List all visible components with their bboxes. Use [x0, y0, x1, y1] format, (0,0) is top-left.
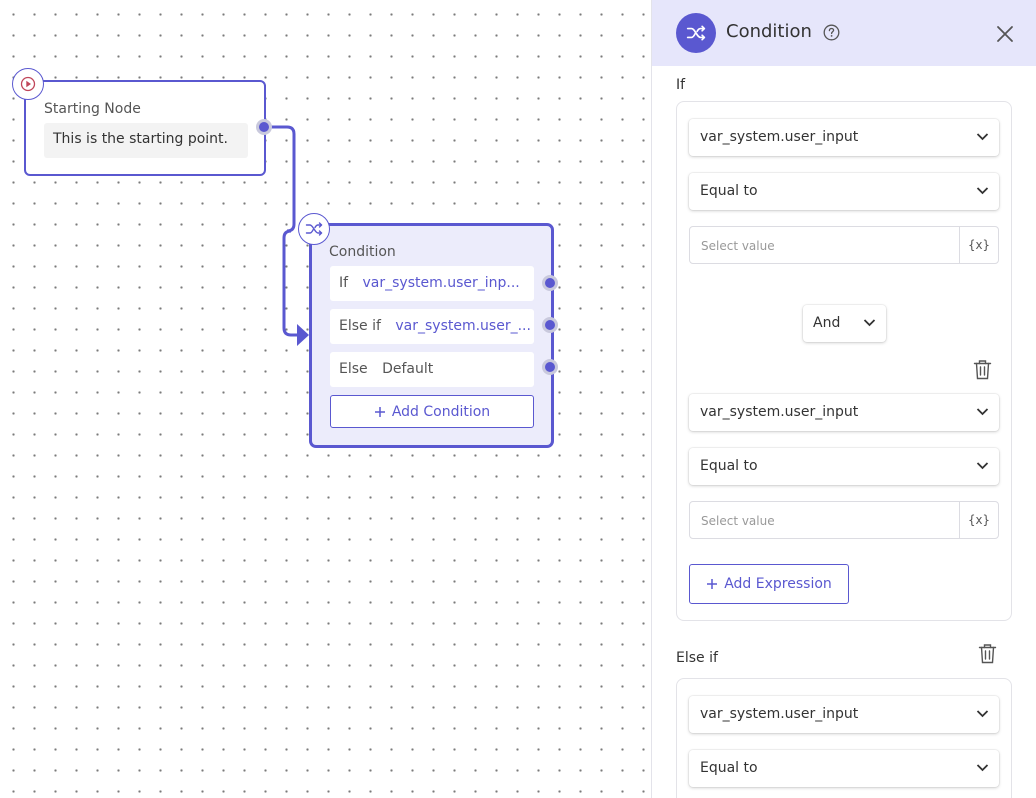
add-expression-label: Add Expression	[724, 576, 832, 592]
panel-title: Condition	[726, 21, 812, 42]
starting-node-title: Starting Node	[44, 101, 141, 117]
else-if-variable-select-1[interactable]: var_system.user_input	[689, 696, 999, 733]
else-if-operator-value-1: Equal to	[700, 760, 758, 776]
chevron-down-icon	[976, 133, 989, 141]
condition-row-else-if[interactable]: Else if var_system.user_...	[330, 309, 534, 344]
if-variable-select-1[interactable]: var_system.user_input	[689, 119, 999, 156]
plus-icon	[374, 406, 385, 417]
condition-else-output-handle[interactable]	[542, 359, 558, 375]
else-if-section-label: Else if	[676, 650, 718, 666]
panel-header: Condition	[652, 0, 1036, 66]
condition-keyword-else-if: Else if	[339, 318, 381, 334]
condition-row-if[interactable]: If var_system.user_inp...	[330, 266, 534, 301]
chevron-down-icon	[976, 462, 989, 470]
shuffle-icon	[298, 213, 330, 245]
chevron-down-icon	[976, 187, 989, 195]
if-operator-select-2[interactable]: Equal to	[689, 448, 999, 485]
variable-insert-button[interactable]: {x}	[959, 502, 998, 538]
help-icon[interactable]	[823, 24, 840, 41]
chevron-down-icon	[863, 319, 876, 327]
add-condition-label: Add Condition	[391, 403, 491, 420]
starting-node-description: This is the starting point.	[44, 123, 248, 158]
condition-keyword-if: If	[339, 275, 349, 291]
condition-node-title: Condition	[329, 244, 396, 260]
condition-if-output-handle[interactable]	[542, 275, 558, 291]
starting-node[interactable]: Starting Node This is the starting point…	[24, 80, 266, 176]
value-placeholder: Select value	[701, 514, 775, 528]
condition-value-else-if: var_system.user_...	[395, 318, 531, 334]
if-variable-value-2: var_system.user_input	[700, 404, 859, 420]
if-value-input-2[interactable]: Select value {x}	[689, 501, 999, 539]
add-expression-button[interactable]: Add Expression	[689, 564, 849, 604]
add-condition-button[interactable]: Add Condition	[330, 395, 534, 428]
if-variable-select-2[interactable]: var_system.user_input	[689, 394, 999, 431]
if-operator-value-1: Equal to	[700, 183, 758, 199]
condition-value-else: Default	[382, 361, 434, 377]
edge-arrowhead	[297, 324, 309, 346]
trash-icon[interactable]	[973, 359, 992, 380]
else-if-variable-value-1: var_system.user_input	[700, 706, 859, 722]
variable-insert-button[interactable]: {x}	[959, 227, 998, 263]
flow-canvas[interactable]: Starting Node This is the starting point…	[0, 0, 651, 798]
logical-joiner-select[interactable]: And	[803, 305, 886, 342]
chevron-down-icon	[976, 710, 989, 718]
logical-joiner-value: And	[813, 315, 841, 331]
starting-node-output-handle[interactable]	[256, 119, 272, 135]
condition-panel: Condition If var_system.user_input Equal…	[651, 0, 1036, 798]
plus-icon	[707, 579, 718, 589]
shuffle-icon	[676, 13, 716, 53]
else-if-operator-select-1[interactable]: Equal to	[689, 750, 999, 787]
condition-value-if: var_system.user_inp...	[362, 275, 520, 291]
if-value-input-1[interactable]: Select value {x}	[689, 226, 999, 264]
trash-icon[interactable]	[978, 643, 997, 664]
chevron-down-icon	[976, 764, 989, 772]
value-placeholder: Select value	[701, 239, 775, 253]
play-icon	[12, 68, 44, 100]
condition-keyword-else: Else	[339, 361, 368, 377]
if-variable-value-1: var_system.user_input	[700, 129, 859, 145]
condition-else-if-output-handle[interactable]	[542, 317, 558, 333]
if-section-label: If	[676, 77, 686, 93]
if-operator-value-2: Equal to	[700, 458, 758, 474]
connection-edge	[266, 125, 309, 346]
condition-node[interactable]: Condition If var_system.user_inp... Else…	[309, 223, 554, 448]
if-operator-select-1[interactable]: Equal to	[689, 173, 999, 210]
condition-row-else[interactable]: Else Default	[330, 352, 534, 387]
chevron-down-icon	[976, 408, 989, 416]
close-icon[interactable]	[994, 23, 1016, 45]
